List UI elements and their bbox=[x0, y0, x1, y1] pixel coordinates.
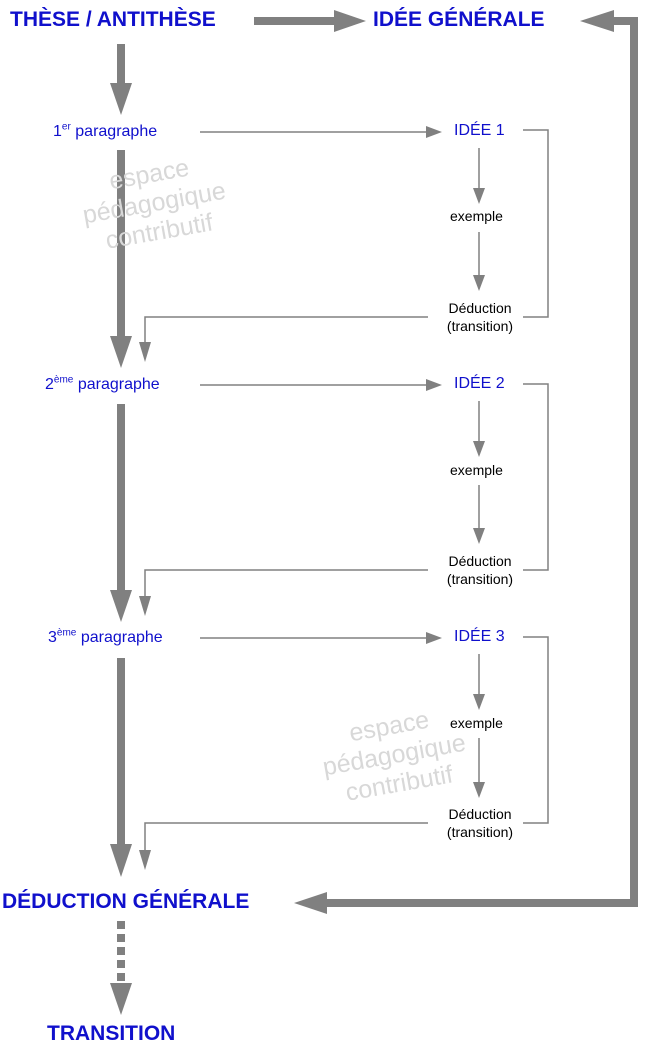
paragraph-3-label: 3ème paragraphe bbox=[48, 627, 163, 646]
deduction-3-label: Déduction (transition) bbox=[446, 806, 514, 840]
arrowhead bbox=[426, 126, 442, 138]
paragraph-2-label: 2ème paragraphe bbox=[45, 374, 160, 393]
idea-2-label: IDÉE 2 bbox=[454, 375, 505, 392]
example-3-label: exemple bbox=[450, 715, 503, 731]
thick-arrows bbox=[110, 10, 638, 1015]
deduction-generale-label: DÉDUCTION GÉNÉRALE bbox=[2, 890, 250, 913]
arrowhead bbox=[110, 590, 132, 622]
idea-1-label: IDÉE 1 bbox=[454, 122, 505, 139]
transition-label: TRANSITION bbox=[47, 1022, 176, 1045]
example-2-label: exemple bbox=[450, 462, 503, 478]
arrowhead bbox=[294, 892, 327, 914]
deduction-1-label: Déduction (transition) bbox=[446, 300, 514, 334]
thin-arrows bbox=[139, 126, 549, 870]
arrowhead bbox=[110, 83, 132, 115]
these-antithese-label: THÈSE / ANTITHÈSE bbox=[10, 8, 216, 31]
arrowhead bbox=[110, 336, 132, 368]
paragraph-1-label: 1er paragraphe bbox=[53, 121, 158, 140]
arrowhead bbox=[110, 844, 132, 877]
deduction-2-label: Déduction (transition) bbox=[446, 553, 514, 587]
arrowhead bbox=[334, 10, 366, 32]
arrowhead bbox=[110, 983, 132, 1015]
idee-generale-label: IDÉE GÉNÉRALE bbox=[373, 8, 545, 31]
example-1-label: exemple bbox=[450, 208, 503, 224]
arrowhead bbox=[426, 379, 442, 391]
arrowhead bbox=[426, 632, 442, 644]
arrowhead bbox=[580, 10, 614, 32]
idea-3-label: IDÉE 3 bbox=[454, 628, 505, 645]
